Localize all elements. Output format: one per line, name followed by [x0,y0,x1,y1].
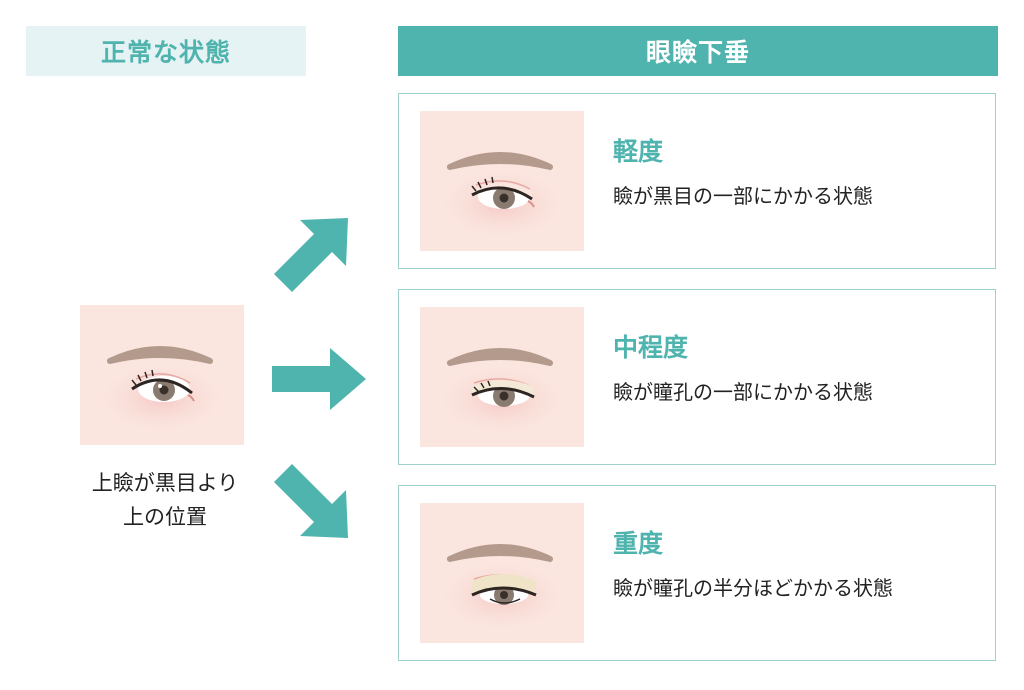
header-normal-label: 正常な状態 [100,38,231,67]
header-ptosis-label: 眼瞼下垂 [645,38,750,67]
level-card-moderate: 中程度 瞼が瞳孔の一部にかかる状態 [398,289,996,465]
level-card-severe: 重度 瞼が瞳孔の半分ほどかかる状態 [398,485,996,661]
mild-eye-illustration [420,111,584,251]
level-description: 瞼が瞳孔の一部にかかる状態 [613,380,873,404]
normal-caption-line2: 上の位置 [123,505,207,529]
level-description: 瞼が瞳孔の半分ほどかかる状態 [613,576,893,600]
arrow-up-right-icon [274,218,348,292]
normal-eye-illustration [80,305,244,445]
moderate-eye-illustration [420,307,584,447]
normal-caption: 上瞼が黒目より 上の位置 [60,466,270,534]
arrow-down-right-icon [274,464,348,538]
severe-eye-illustration [420,503,584,643]
arrow-right-icon [272,348,366,410]
level-title: 軽度 [613,137,664,166]
header-ptosis: 眼瞼下垂 [398,26,998,76]
header-normal: 正常な状態 [26,26,306,76]
eyebrow-shape [107,346,213,364]
level-card-mild: 軽度 瞼が黒目の一部にかかる状態 [398,93,996,269]
upper-lash-line [131,378,193,395]
level-title: 中程度 [613,333,689,362]
normal-caption-line1: 上瞼が黒目より [91,471,239,495]
level-title: 重度 [613,529,664,558]
level-description: 瞼が黒目の一部にかかる状態 [613,184,873,208]
eyelid-crease [135,373,191,384]
